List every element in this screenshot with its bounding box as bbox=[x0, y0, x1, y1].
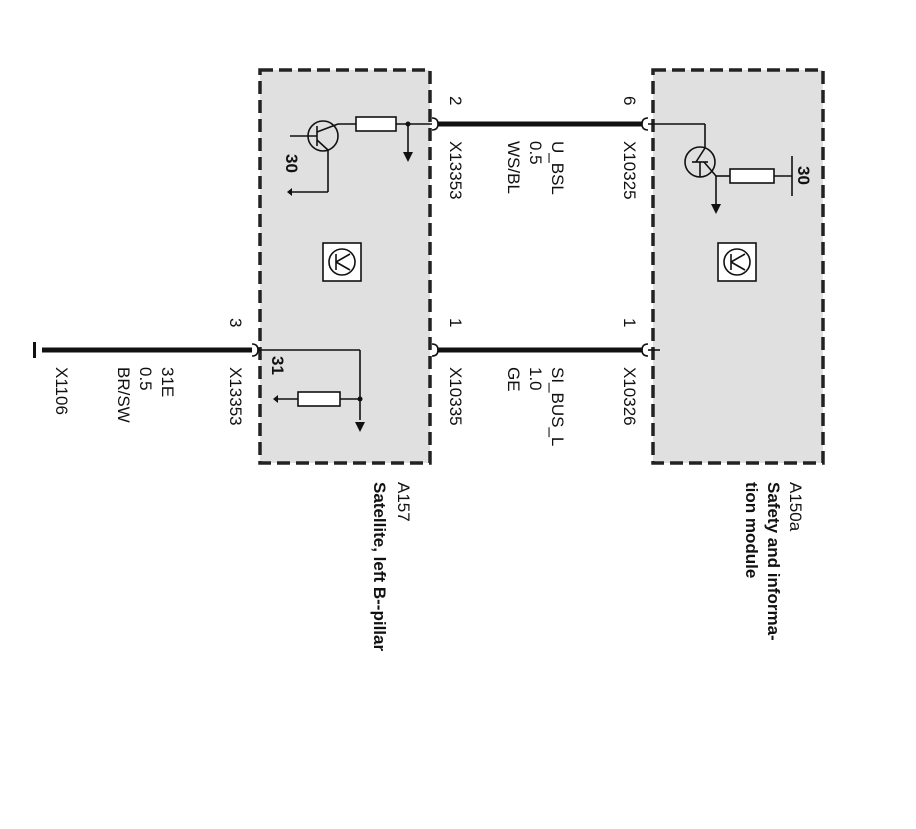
wire-signal-label: U_BSL bbox=[548, 141, 567, 195]
terminal-31-label: 31 bbox=[268, 356, 287, 375]
a150a-module-symbol-icon bbox=[717, 242, 757, 282]
connector-label: X13353 bbox=[446, 141, 465, 200]
module-name-line: tion module bbox=[742, 482, 761, 578]
pin-label: 6 bbox=[620, 96, 639, 105]
terminal-30-label: 30 bbox=[282, 154, 301, 173]
connector-label: X13353 bbox=[226, 367, 245, 426]
wire-cross-section-label: 0.5 bbox=[526, 141, 545, 165]
pin-label: 1 bbox=[446, 318, 465, 327]
module-name-line: Safety and informa- bbox=[764, 482, 783, 641]
wire-signal-label: SI_BUS_L bbox=[548, 367, 567, 446]
pin-label: 3 bbox=[226, 318, 245, 327]
wire-signal-label: 31E bbox=[158, 367, 177, 397]
connector-label: X10335 bbox=[446, 367, 465, 426]
a150a-transistor-circuit bbox=[648, 123, 793, 214]
module-id-label: A157 bbox=[394, 482, 413, 522]
wire-color-label: WS/BL bbox=[504, 141, 523, 194]
pin-label: 1 bbox=[620, 318, 639, 327]
wire-cross-section-label: 0.5 bbox=[136, 367, 155, 391]
a157-transistor-circuit bbox=[287, 116, 432, 196]
wire-color-label: BR/SW bbox=[114, 367, 133, 423]
pin-label: 2 bbox=[446, 96, 465, 105]
a157-ground-circuit bbox=[258, 349, 365, 432]
wire-color-label: GE bbox=[504, 367, 523, 392]
module-id-label: A150a bbox=[786, 482, 805, 532]
wire-cross-section-label: 1.0 bbox=[526, 367, 545, 391]
terminal-30-label: 30 bbox=[794, 166, 813, 185]
module-name-label: Satellite, left B--pillar bbox=[370, 482, 389, 651]
wire-31e bbox=[33, 342, 252, 358]
connector-label: X10325 bbox=[620, 141, 639, 200]
ground-connector-label: X1106 bbox=[52, 367, 71, 415]
a157-module-symbol-icon bbox=[322, 242, 362, 282]
connector-label: X10326 bbox=[620, 367, 639, 426]
